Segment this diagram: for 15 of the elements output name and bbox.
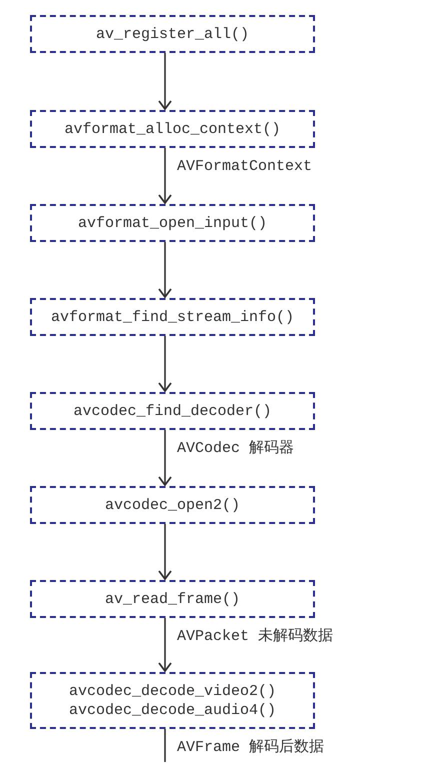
function-box: avformat_find_stream_info() [30, 298, 315, 336]
function-box: avcodec_open2() [30, 486, 315, 524]
function-box: avformat_alloc_context() [30, 110, 315, 148]
arrow [158, 524, 172, 580]
arrow [158, 336, 172, 392]
arrow [158, 618, 172, 672]
function-box: avcodec_find_decoder() [30, 392, 315, 430]
function-box: avformat_open_input() [30, 204, 315, 242]
arrow [158, 53, 172, 110]
function-box: avcodec_decode_video2() avcodec_decode_audio4() [30, 672, 315, 729]
arrow [158, 242, 172, 298]
arrow [158, 148, 172, 204]
function-box: av_register_all() [30, 15, 315, 53]
arrow [158, 430, 172, 486]
function-box: av_read_frame() [30, 580, 315, 618]
